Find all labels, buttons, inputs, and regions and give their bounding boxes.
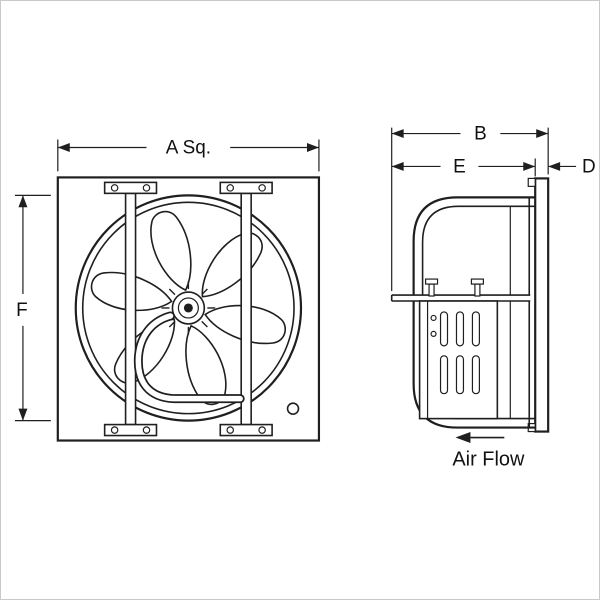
dim-f: F bbox=[14, 194, 51, 422]
mount-plate-bottom-right bbox=[219, 423, 273, 437]
airflow-label: Air Flow bbox=[452, 448, 525, 470]
mount-plate-bottom-left bbox=[103, 423, 158, 437]
dim-d: D bbox=[548, 156, 596, 177]
front-view: A Sq. F bbox=[14, 137, 321, 442]
motor-bolt-left bbox=[424, 278, 439, 297]
motor-bracket bbox=[418, 300, 499, 420]
dim-d-label: D bbox=[582, 156, 596, 177]
dim-b-label: B bbox=[474, 124, 487, 145]
wall-panel bbox=[534, 177, 550, 433]
dim-b: B bbox=[391, 124, 549, 292]
side-view: B E D bbox=[390, 124, 596, 470]
mount-rail-left bbox=[124, 192, 137, 426]
mount-plate-top-right bbox=[219, 181, 273, 195]
panel-flange-top bbox=[527, 177, 536, 187]
fan-hub bbox=[171, 291, 206, 325]
dim-f-label: F bbox=[16, 300, 28, 321]
mount-plate-top-left bbox=[103, 181, 158, 195]
dim-a-label: A Sq. bbox=[166, 137, 211, 158]
dim-a: A Sq. bbox=[57, 137, 320, 172]
airflow-annotation: Air Flow bbox=[452, 432, 525, 470]
fan-circle-inner bbox=[81, 201, 295, 415]
motor-shelf bbox=[390, 294, 531, 302]
mount-rail-right bbox=[240, 192, 252, 426]
drain-hole bbox=[286, 402, 300, 415]
fan-circle-outer bbox=[74, 194, 303, 422]
motor-bolt-right bbox=[470, 278, 484, 297]
fan-hub-hardware bbox=[161, 281, 216, 335]
conduit-tube bbox=[133, 311, 245, 404]
dim-e-label: E bbox=[453, 156, 466, 177]
airflow-arrowhead bbox=[455, 432, 471, 444]
dim-e: E bbox=[391, 156, 536, 177]
